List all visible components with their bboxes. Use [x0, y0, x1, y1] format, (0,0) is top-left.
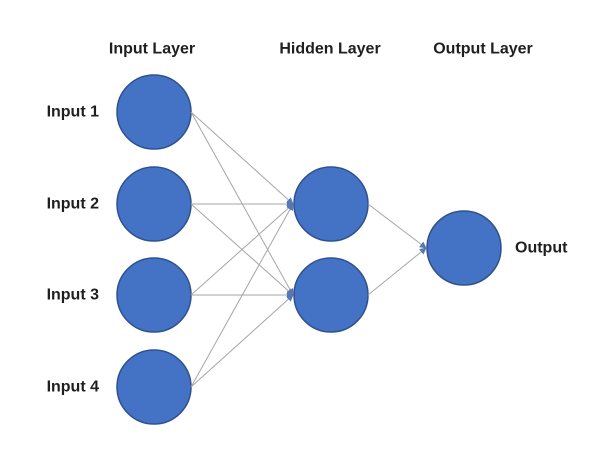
- input-4-label: Input 4: [47, 379, 100, 396]
- input-1-label: Input 1: [47, 104, 100, 121]
- input-layer-header: Input Layer: [109, 41, 195, 58]
- nodes-group: [116, 74, 502, 425]
- edge-hidden-2-to-output-1: [367, 247, 427, 296]
- input-3-label: Input 3: [47, 287, 100, 304]
- input-node-circle-input-3: [116, 257, 192, 333]
- edges-group: [190, 111, 427, 388]
- edge-input-1-to-hidden-1: [190, 111, 294, 205]
- input-node-circle-input-1: [116, 74, 192, 150]
- labels-group: Input Layer Hidden Layer Output LayerInput…: [47, 41, 569, 396]
- edge-input-3-to-hidden-1: [190, 203, 294, 296]
- input-node-circle-input-4: [116, 349, 192, 425]
- input-node-circle-input-2: [116, 166, 192, 242]
- output-layer-header: Output Layer: [433, 41, 533, 58]
- output-node-circle-output-1: [426, 210, 502, 286]
- hidden-node-circle-hidden-2: [293, 257, 369, 333]
- hidden-node-circle-hidden-1: [293, 166, 369, 242]
- edge-input-4-to-hidden-2: [190, 294, 294, 388]
- edge-input-4-to-hidden-1: [190, 203, 294, 388]
- input-2-label: Input 2: [47, 196, 100, 213]
- output-1-label: Output: [515, 240, 568, 257]
- hidden-layer-header: Hidden Layer: [279, 41, 380, 58]
- edge-hidden-1-to-output-1: [367, 203, 427, 249]
